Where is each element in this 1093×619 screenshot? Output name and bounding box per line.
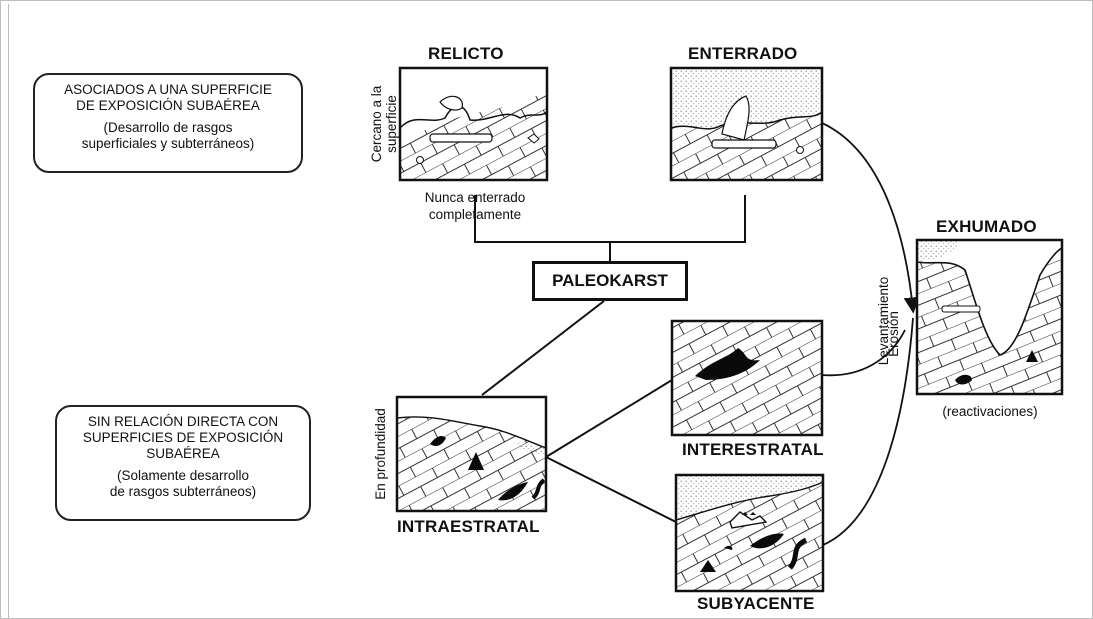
reactivation-arrows [821,122,920,546]
title-relicto: RELICTO [428,44,504,63]
panel-relicto [398,66,549,182]
panel-interestratal [670,319,824,437]
panel-subyacente [674,473,825,593]
panel-enterrado [669,66,824,182]
info-box-surface-title: ASOCIADOS A UNA SUPERFICIE DE EXPOSICIÓN… [64,82,272,113]
caption-relicto: Nunca enterrado completamente [424,190,526,222]
panel-intraestratal [395,395,548,513]
title-enterrado: ENTERRADO [688,44,798,63]
caption-exhumado: (reactivaciones) [942,404,1038,419]
left-margin-rule [8,4,9,619]
arrow-label-erosion: Erosión [886,311,901,357]
paleokarst-label: PALEOKARST [552,271,668,290]
connector-paleokarst-to-intraestratal [481,300,605,396]
info-box-surface-note: (Desarrollo de rasgos superficiales y su… [81,120,255,151]
connector-intra-to-interestratal [545,379,673,458]
arrow-interestratal-to-exhumado [821,329,906,377]
connector-intra-to-subyacente [545,456,677,523]
paleokarst-box: PALEOKARST [532,261,688,301]
title-interestratal: INTERESTRATAL [682,440,824,459]
arrow-enterrado-to-exhumado [821,122,920,314]
side-label-near-surface: Cercano a la superficie [369,85,399,163]
info-box-depth: SIN RELACIÓN DIRECTA CON SUPERFICIES DE … [55,405,311,521]
title-subyacente: SUBYACENTE [697,594,815,613]
side-label-in-depth: En profundidad [373,408,388,500]
info-box-depth-note: (Solamente desarrollo de rasgos subterrá… [109,468,257,499]
connector-lines [474,195,746,523]
panel-exhumado [915,238,1064,396]
arrow-subyacente-to-exhumado [822,317,914,546]
title-exhumado: EXHUMADO [936,217,1037,236]
info-box-depth-title: SIN RELACIÓN DIRECTA CON SUPERFICIES DE … [82,414,284,461]
title-intraestratal: INTRAESTRATAL [397,517,540,536]
info-box-surface: ASOCIADOS A UNA SUPERFICIE DE EXPOSICIÓN… [33,73,303,173]
